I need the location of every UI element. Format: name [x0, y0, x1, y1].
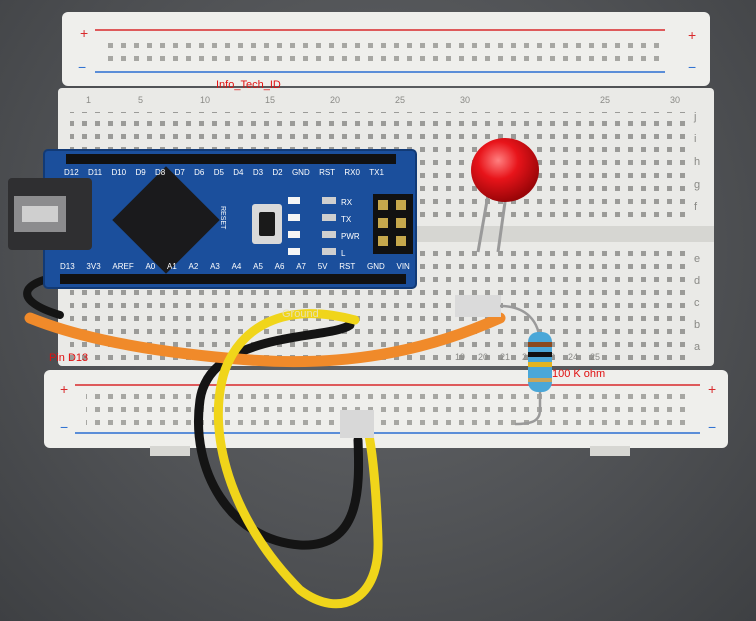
pin-label: VIN: [396, 262, 410, 271]
svg-text:g: g: [694, 179, 700, 191]
svg-text:25: 25: [395, 95, 405, 105]
pin-label: D8: [155, 168, 166, 177]
pin-label: D10: [111, 168, 127, 177]
svg-text:b: b: [694, 319, 700, 331]
svg-text:f: f: [694, 201, 698, 213]
board-leds: [288, 197, 336, 255]
svg-text:5: 5: [138, 95, 143, 105]
svg-text:−: −: [708, 419, 716, 435]
yellow-wire: [213, 309, 383, 609]
pin-label: D6: [194, 168, 205, 177]
arduino-nano-board: [8, 149, 417, 289]
resistor-label: 100 K ohm: [552, 368, 606, 380]
svg-text:+: +: [688, 27, 696, 43]
led-label: L: [341, 249, 346, 258]
ground-label: Ground: [282, 308, 319, 320]
svg-text:d: d: [694, 275, 700, 287]
led-labels: RX TX PWR L: [341, 194, 360, 262]
svg-text:30: 30: [460, 95, 470, 105]
pin-label: A5: [253, 262, 263, 271]
pin-label: D13: [60, 262, 75, 271]
led-label: RX: [341, 198, 353, 207]
led-label: TX: [341, 215, 352, 224]
svg-text:20: 20: [478, 352, 488, 362]
pin-d13-label: Pin D13: [49, 352, 89, 364]
svg-text:19: 19: [455, 352, 465, 362]
svg-text:20: 20: [330, 95, 340, 105]
pin-label: A0: [145, 262, 156, 271]
svg-text:j: j: [693, 111, 696, 123]
pin-label: GND: [291, 168, 310, 177]
svg-text:e: e: [694, 253, 700, 265]
pin-label: RST: [339, 262, 356, 271]
svg-text:25: 25: [590, 352, 600, 362]
ground-jumper-pin: [340, 410, 374, 438]
bottom-pin-labels: D13 3V3 AREF A0 A1 A2 A3 A4 A5 A6 A7 5V …: [60, 262, 410, 271]
reset-label: RESET: [219, 206, 226, 230]
svg-text:30: 30: [670, 95, 680, 105]
svg-text:+: +: [708, 381, 716, 397]
icsp-header: [373, 194, 413, 254]
pin-label: RX0: [344, 168, 360, 177]
red-led: [471, 138, 539, 253]
svg-text:15: 15: [265, 95, 275, 105]
led-label: PWR: [341, 232, 360, 241]
top-power-rail: + + − −: [62, 12, 710, 86]
svg-text:22: 22: [522, 352, 532, 362]
pin-label: A6: [274, 262, 285, 271]
bottom-pin-header: [60, 274, 406, 284]
pin-label: D4: [233, 168, 244, 177]
pin-label: D9: [135, 168, 146, 177]
pin-label: TX1: [369, 168, 384, 177]
pin-label: D7: [174, 168, 185, 177]
microcontroller-chip: [112, 166, 220, 274]
svg-text:24: 24: [568, 352, 578, 362]
pin-label: GND: [366, 262, 385, 271]
svg-text:h: h: [694, 156, 700, 168]
svg-text:−: −: [688, 59, 696, 75]
pin-label: A2: [188, 262, 199, 271]
pin-label: D5: [213, 168, 224, 177]
svg-text:c: c: [694, 297, 700, 309]
svg-text:1: 1: [86, 95, 91, 105]
pin-label: D3: [252, 168, 264, 177]
pin-label: D2: [272, 168, 283, 177]
pin-label: A3: [210, 262, 220, 271]
svg-text:10: 10: [200, 95, 210, 105]
pin-label: A4: [231, 262, 242, 271]
top-pin-labels: D12 D11 D10 D9 D8 D7 D6 D5 D4 D3 D2 GND …: [64, 168, 384, 177]
black-wire: [194, 320, 364, 550]
pin-label: AREF: [112, 262, 134, 271]
svg-text:i: i: [694, 133, 696, 145]
svg-text:25: 25: [600, 95, 610, 105]
svg-text:21: 21: [500, 352, 510, 362]
pin-label: D12: [64, 168, 79, 177]
svg-text:a: a: [694, 341, 701, 353]
pin-label: RST: [319, 168, 336, 177]
pin-label: 3V3: [86, 262, 101, 271]
svg-text:+: +: [80, 25, 88, 41]
brand-label: Info_Tech_ID: [216, 79, 281, 91]
orange-wire: [24, 312, 506, 368]
pin-label: A7: [296, 262, 306, 271]
pin-label: A1: [167, 262, 177, 271]
column-numbers-top: 1 5 10 15 20 25 30 25 30: [86, 95, 680, 105]
top-pin-header: [66, 154, 396, 164]
svg-text:+: +: [60, 381, 68, 397]
d13-jumper-pin: [455, 295, 501, 317]
svg-text:−: −: [60, 419, 68, 435]
pin-label: D11: [88, 168, 103, 177]
svg-text:−: −: [78, 59, 86, 75]
row-letters: j i h g f e d c b a: [693, 111, 701, 353]
pin-label: 5V: [317, 262, 328, 271]
resistor: [499, 304, 552, 426]
bottom-power-rail: + − + −: [44, 370, 728, 456]
